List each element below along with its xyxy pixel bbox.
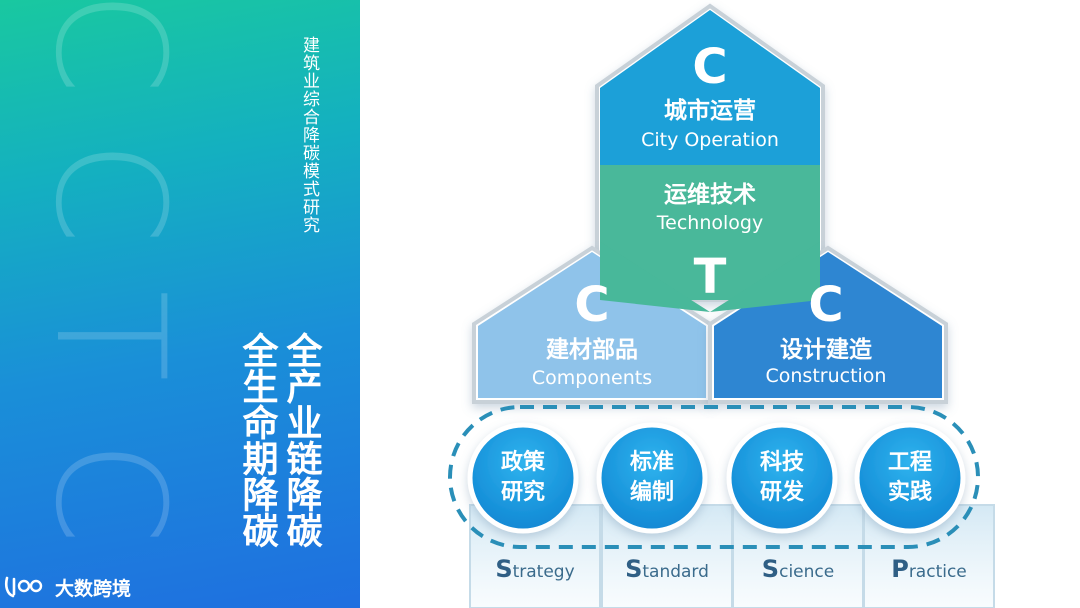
pillar-practice-rest: ractice bbox=[908, 562, 967, 582]
pillar-standard-label: Standard bbox=[607, 555, 727, 583]
pillar-strategy-rest: trategy bbox=[512, 562, 575, 582]
circles-group bbox=[467, 422, 966, 534]
slogan-line-2: 全生命期降碳 bbox=[236, 332, 278, 548]
middle-peak bbox=[600, 242, 820, 312]
pillar-science-rest: cience bbox=[779, 562, 835, 582]
watermark: 大数跨境 bbox=[4, 572, 131, 602]
circle-policy-line1: 政策 bbox=[500, 450, 545, 475]
vertical-title: 建筑业综合降碳模式研究 bbox=[299, 36, 319, 234]
circle-practice-text: 工程 实践 bbox=[860, 448, 960, 508]
circle-science bbox=[726, 422, 838, 534]
pillar-strategy-initial: S bbox=[495, 555, 513, 583]
circle-science-line1: 科技 bbox=[759, 450, 804, 475]
top-cn-label: 城市运营 bbox=[664, 98, 756, 124]
watermark-logo-icon bbox=[4, 576, 43, 598]
circle-practice bbox=[854, 422, 966, 534]
circle-science-line2: 研发 bbox=[759, 480, 804, 505]
slogan-line-1: 全产业链降碳 bbox=[280, 332, 322, 548]
pillar-standard-rest: tandard bbox=[642, 562, 709, 582]
bottom-left-letter: C bbox=[574, 277, 610, 333]
circle-policy-line2: 研究 bbox=[500, 480, 545, 505]
pillar-science-label: Science bbox=[738, 555, 858, 583]
dashed-ring bbox=[448, 405, 980, 549]
circle-policy bbox=[467, 422, 579, 534]
top-letter: C bbox=[692, 39, 728, 95]
pillar-science-initial: S bbox=[761, 555, 780, 583]
circle-standard bbox=[596, 422, 708, 534]
pillar-strategy-label: Strategy bbox=[475, 555, 595, 583]
circle-standard-line2: 编制 bbox=[629, 480, 674, 505]
circle-standard-line1: 标准 bbox=[629, 450, 674, 475]
circle-practice-line2: 实践 bbox=[887, 480, 932, 505]
circle-policy-text: 政策 研究 bbox=[473, 448, 573, 508]
middle-letter: T bbox=[693, 249, 727, 305]
left-gradient-panel: C C T C 建筑业综合降碳模式研究 全产业链降碳 全生命期降碳 大数跨境 bbox=[0, 0, 360, 608]
circle-standard-text: 标准 编制 bbox=[602, 448, 702, 508]
bottom-right-en-label: Construction bbox=[765, 365, 887, 387]
pillar-practice-label: Practice bbox=[869, 555, 989, 583]
watermark-text: 大数跨境 bbox=[55, 577, 132, 600]
middle-en-label: Technology bbox=[656, 212, 764, 234]
pillar-practice-initial: P bbox=[891, 555, 909, 583]
circle-practice-line1: 工程 bbox=[887, 450, 932, 475]
middle-cn-label: 运维技术 bbox=[664, 182, 756, 208]
top-en-label: City Operation bbox=[641, 129, 779, 151]
bottom-left-en-label: Components bbox=[531, 367, 653, 389]
pillar-standard-initial: S bbox=[625, 555, 643, 583]
circle-science-text: 科技 研发 bbox=[732, 448, 832, 508]
bottom-right-letter: C bbox=[808, 277, 844, 333]
bottom-left-cn-label: 建材部品 bbox=[546, 337, 638, 363]
bottom-right-cn-label: 设计建造 bbox=[780, 337, 872, 363]
